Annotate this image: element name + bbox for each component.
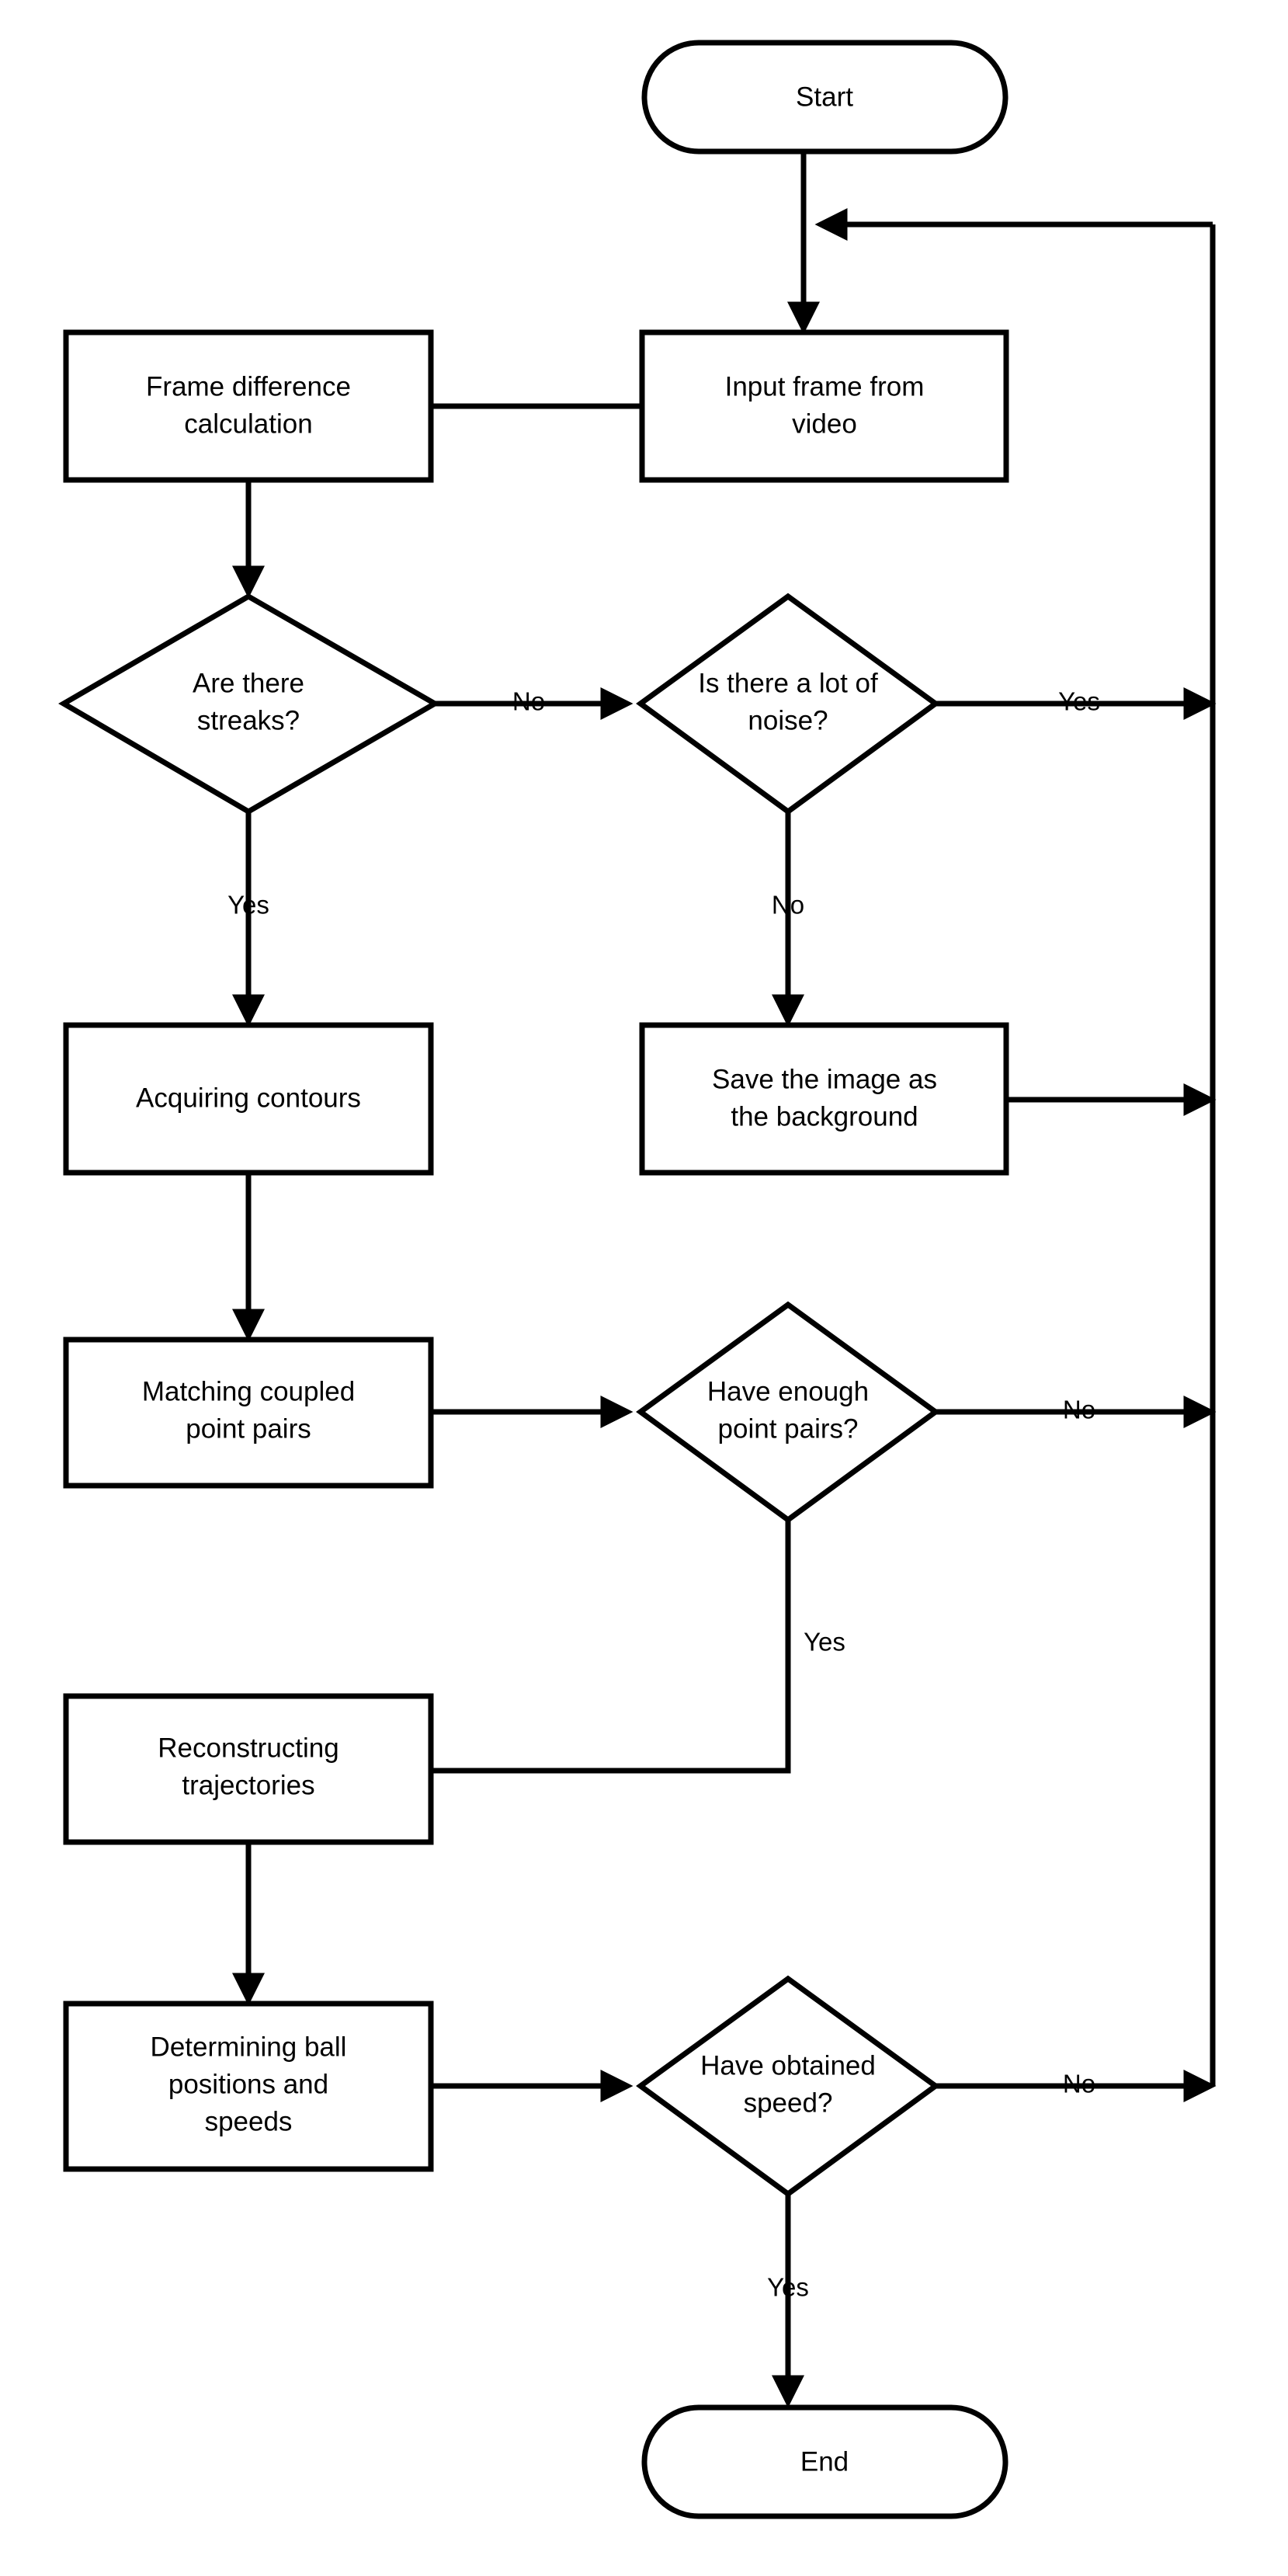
determining-ball-positions-label-line3: speeds bbox=[205, 2106, 293, 2136]
save-background-shape[interactable] bbox=[639, 1022, 1009, 1176]
save-background-label-line2: the background bbox=[731, 1101, 918, 1132]
are-there-streaks-label-line1: Are there bbox=[193, 668, 304, 698]
acquiring-contours-shape[interactable] bbox=[63, 1022, 434, 1176]
reconstructing-trajectories-label-line1: Reconstructing bbox=[158, 1733, 338, 1763]
node-end[interactable]: End bbox=[641, 2404, 1009, 2519]
have-obtained-speed-label-line1: Have obtained bbox=[700, 2050, 876, 2081]
edge-label-yes-enough: Yes bbox=[804, 1628, 845, 1656]
node-have-obtained-speed[interactable]: Have obtained speed? bbox=[636, 1975, 940, 2198]
node-have-enough-point-pairs[interactable]: Have enough point pairs? bbox=[636, 1301, 940, 1524]
edge-label-yes-obtained: Yes bbox=[767, 2273, 809, 2302]
node-input-frame[interactable]: Input frame from video bbox=[639, 329, 1009, 483]
are-there-streaks-shape[interactable] bbox=[58, 593, 441, 815]
input-frame-label-line1: Input frame from bbox=[725, 371, 925, 402]
node-matching-point-pairs[interactable]: Matching coupled point pairs bbox=[63, 1337, 434, 1489]
have-enough-point-pairs-label-line1: Have enough bbox=[707, 1376, 869, 1406]
is-there-noise-label-line1: Is there a lot of bbox=[698, 668, 878, 698]
node-acquiring-contours[interactable]: Acquiring contours bbox=[63, 1022, 434, 1176]
is-there-noise-label-line2: noise? bbox=[748, 705, 828, 735]
are-there-streaks-label-line2: streaks? bbox=[197, 705, 300, 735]
edge-label-no-streaks: No bbox=[512, 687, 545, 716]
node-frame-difference[interactable]: Frame difference calculation bbox=[63, 329, 434, 483]
end-label: End bbox=[800, 2446, 849, 2477]
nodes-layer: Start Input frame from video Frame diffe… bbox=[58, 40, 1009, 2519]
edge-label-yes-noise: Yes bbox=[1058, 687, 1100, 716]
determining-ball-positions-label-line2: positions and bbox=[168, 2069, 328, 2099]
reconstructing-trajectories-label-line2: trajectories bbox=[182, 1770, 314, 1800]
input-frame-shape[interactable] bbox=[639, 329, 1009, 483]
edge-label-no-obtained: No bbox=[1063, 2070, 1095, 2098]
determining-ball-positions-shape[interactable] bbox=[63, 2001, 434, 2172]
node-determining-ball-positions[interactable]: Determining ball positions and speeds bbox=[63, 2001, 434, 2172]
have-obtained-speed-shape[interactable] bbox=[636, 1975, 940, 2198]
node-save-background[interactable]: Save the image as the background bbox=[639, 1022, 1009, 1176]
matching-point-pairs-label-line1: Matching coupled bbox=[142, 1376, 355, 1406]
input-frame-label-line2: video bbox=[792, 408, 857, 439]
save-background-label-line1: Save the image as bbox=[712, 1064, 937, 1094]
edge-label-no-enough: No bbox=[1063, 1396, 1095, 1424]
end-shape[interactable] bbox=[641, 2404, 1009, 2519]
frame-difference-label-line2: calculation bbox=[184, 408, 312, 439]
have-enough-point-pairs-label-line2: point pairs? bbox=[718, 1413, 859, 1444]
edge-label-yes-streaks: Yes bbox=[227, 891, 269, 920]
is-there-noise-shape[interactable] bbox=[636, 593, 940, 815]
start-label: Start bbox=[796, 82, 853, 112]
reconstructing-trajectories-shape[interactable] bbox=[63, 1693, 434, 1845]
have-obtained-speed-label-line2: speed? bbox=[744, 2088, 833, 2118]
matching-point-pairs-shape[interactable] bbox=[63, 1337, 434, 1489]
node-start[interactable]: Start bbox=[641, 40, 1009, 155]
matching-point-pairs-label-line2: point pairs bbox=[186, 1413, 311, 1444]
node-is-there-noise[interactable]: Is there a lot of noise? bbox=[636, 593, 940, 815]
edge-label-no-noise: No bbox=[772, 891, 804, 920]
acquiring-contours-label: Acquiring contours bbox=[136, 1083, 361, 1113]
node-reconstructing-trajectories[interactable]: Reconstructing trajectories bbox=[63, 1693, 434, 1845]
frame-difference-shape[interactable] bbox=[63, 329, 434, 483]
frame-difference-label-line1: Frame difference bbox=[146, 371, 351, 402]
determining-ball-positions-label-line1: Determining ball bbox=[151, 2032, 347, 2062]
start-shape[interactable] bbox=[641, 40, 1009, 155]
have-enough-point-pairs-shape[interactable] bbox=[636, 1301, 940, 1524]
node-are-there-streaks[interactable]: Are there streaks? bbox=[58, 593, 441, 815]
